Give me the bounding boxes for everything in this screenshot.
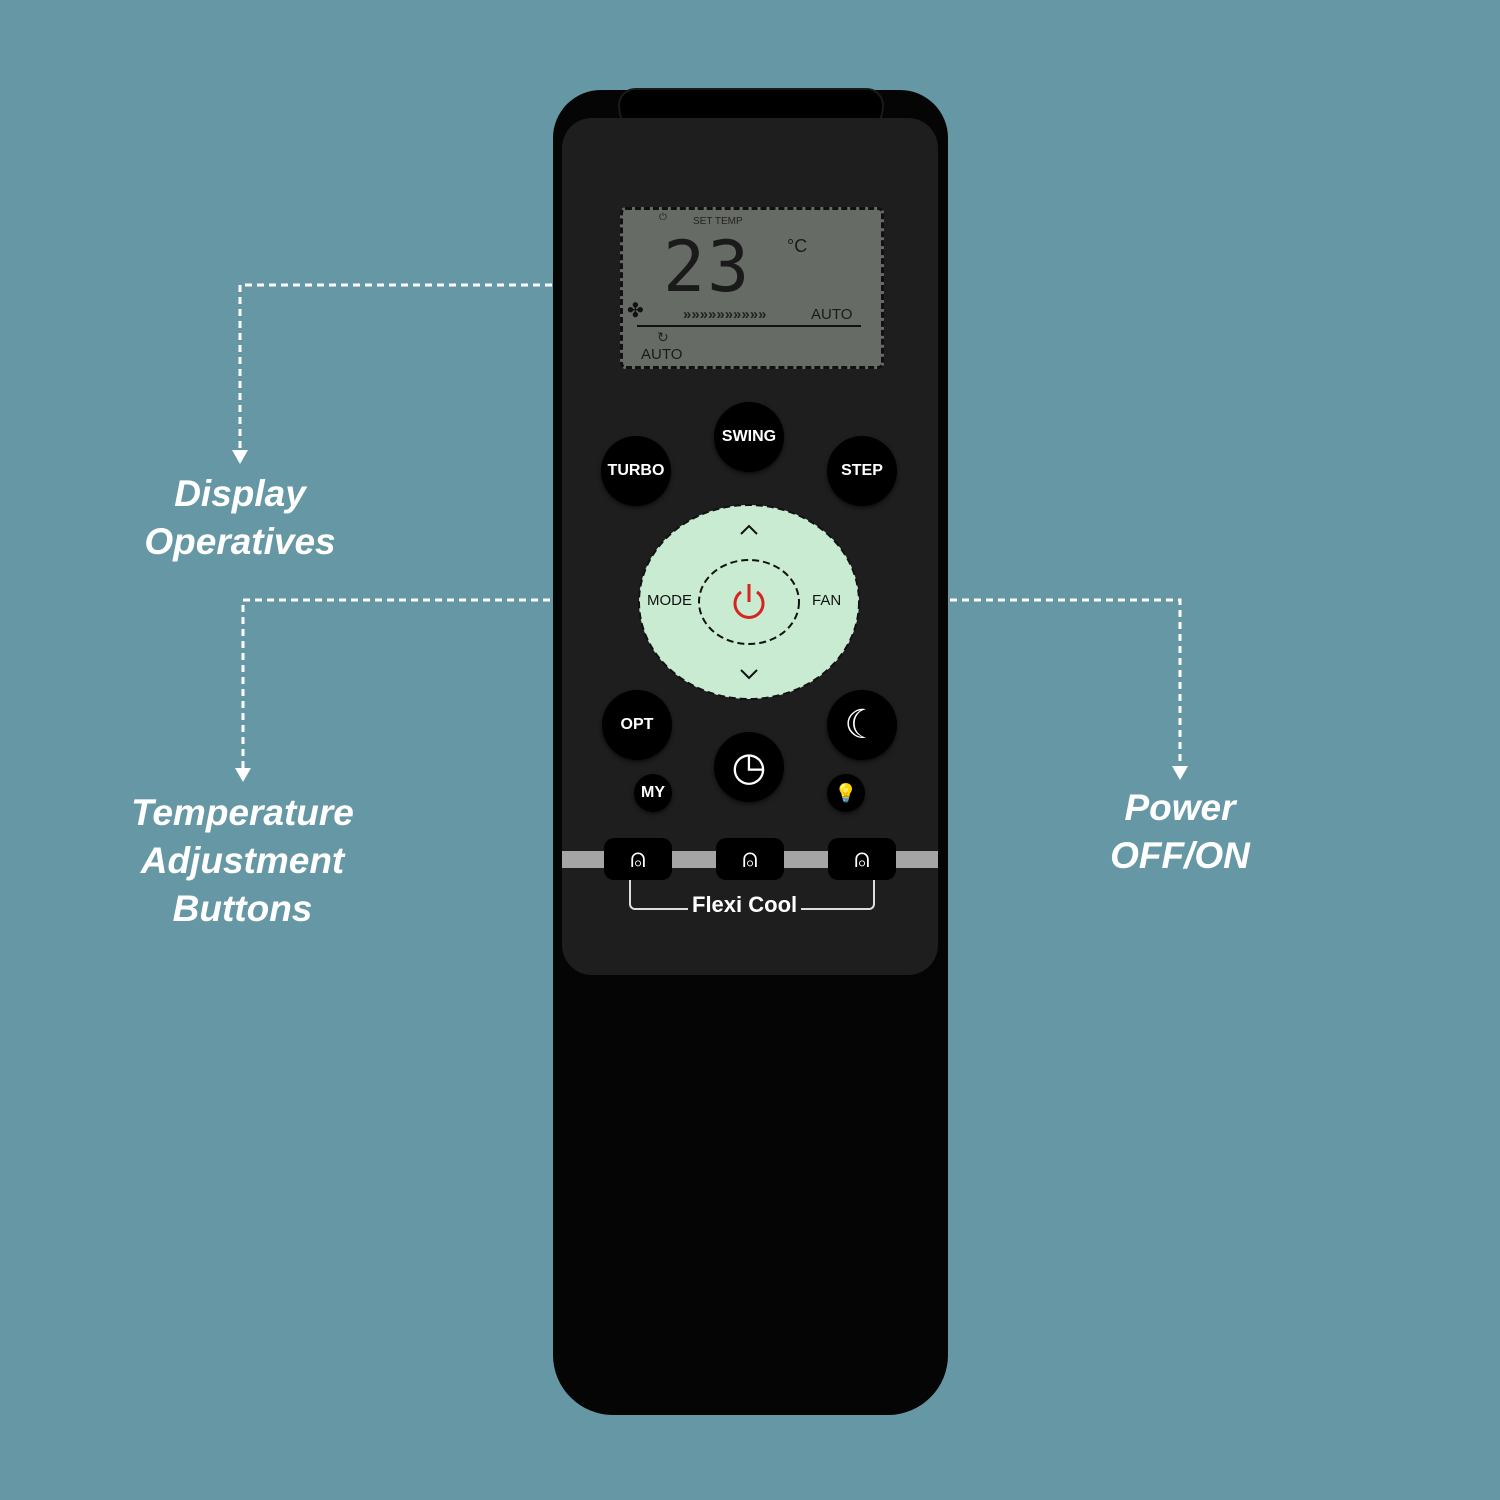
swing-button[interactable]: SWING: [714, 402, 784, 472]
power-indicator-icon: ⏻: [659, 212, 667, 223]
power-icon: [733, 584, 765, 619]
flexi-cool-icon: ⍝: [630, 843, 646, 873]
flexi-cool-button-2[interactable]: ⍝: [716, 838, 784, 880]
mode-cycle-icon: ↻: [657, 329, 669, 345]
lcd-divider: [637, 325, 861, 327]
bulb-icon: 💡: [834, 782, 858, 803]
flexi-cool-icon: ⍝: [854, 843, 870, 873]
clock-icon: ◷: [731, 745, 767, 789]
temperature-unit: °C: [787, 236, 808, 256]
mode-label: AUTO: [641, 346, 683, 363]
flexi-cool-label: Flexi Cool: [688, 892, 802, 918]
fan-speed-label: AUTO: [811, 306, 853, 323]
temp-down-button[interactable]: [740, 669, 758, 680]
temp-up-button[interactable]: [740, 524, 758, 535]
flexi-cool-icon: ⍝: [742, 843, 758, 873]
mode-button[interactable]: MODE: [647, 592, 692, 609]
moon-icon: ☾: [844, 703, 880, 747]
fan-icon: ✤: [627, 300, 644, 322]
set-temp-label: SET TEMP: [693, 216, 743, 227]
flexi-cool-button-1[interactable]: ⍝: [604, 838, 672, 880]
fan-button[interactable]: FAN: [812, 592, 842, 609]
fan-speed-bar: »»»»»»»»»»: [683, 306, 767, 323]
step-button[interactable]: STEP: [827, 436, 897, 506]
lcd-display: ⏻ SET TEMP 23 °C ✤ »»»»»»»»»» AUTO ↻ AUT…: [620, 207, 884, 369]
turbo-button[interactable]: TURBO: [601, 436, 671, 506]
dpad: [638, 504, 860, 700]
light-button[interactable]: 💡: [827, 774, 865, 812]
temperature-readout: 23: [663, 226, 752, 308]
opt-button[interactable]: OPT: [602, 690, 672, 760]
sleep-button[interactable]: ☾: [827, 690, 897, 760]
timer-button[interactable]: ◷: [714, 732, 784, 802]
flexi-cool-button-3[interactable]: ⍝: [828, 838, 896, 880]
my-button[interactable]: MY: [634, 774, 672, 812]
